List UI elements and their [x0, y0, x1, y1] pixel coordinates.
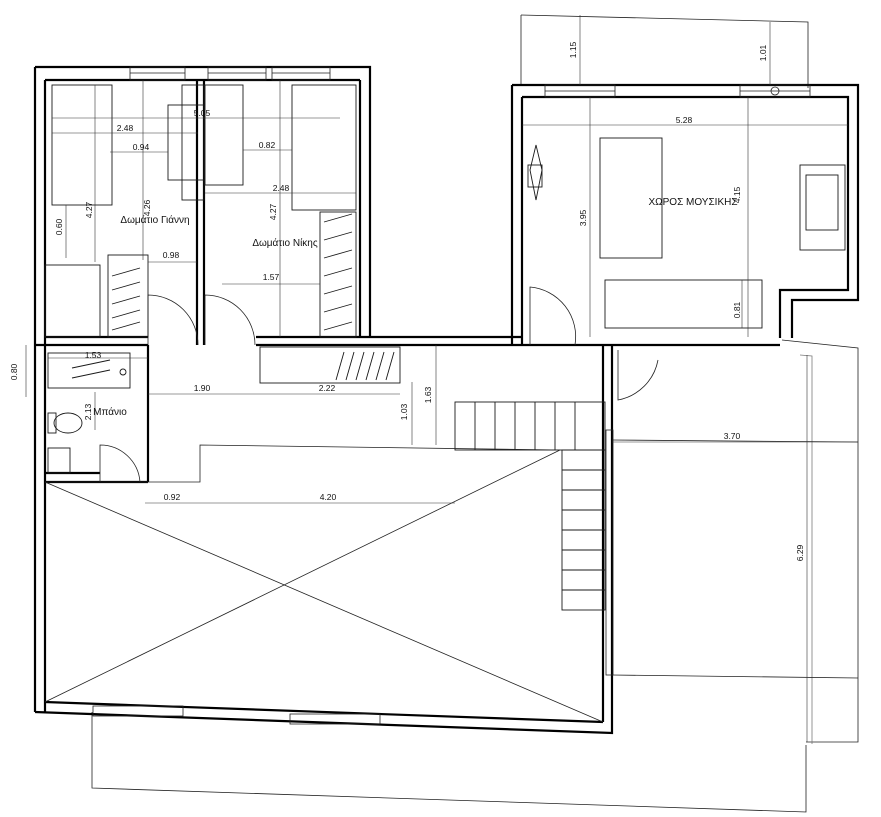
walls	[33, 65, 860, 735]
windows	[92, 66, 811, 725]
dim-label: 2.13	[83, 403, 93, 420]
dim-label: 0.80	[9, 363, 19, 380]
dim-label: 5.28	[676, 115, 693, 125]
site-outlines	[91, 14, 859, 813]
dim-label: 0.60	[54, 218, 64, 235]
room-label-nikis: Δωμάτιο Νίκης	[252, 237, 318, 249]
dim-label: 4.26	[142, 199, 152, 216]
room-label-music: ΧΩΡΟΣ ΜΟΥΣΙΚΗΣ	[648, 197, 737, 208]
dim-label: 2.48	[273, 183, 290, 193]
doors	[99, 286, 659, 483]
dim-label: 4.27	[268, 203, 278, 220]
dimension-labels: 1.15 1.01 5.05 2.48 0.94 0.82 2.48 4.27 …	[9, 41, 805, 561]
dim-label: 6.29	[795, 544, 805, 561]
dim-label: 2.22	[319, 383, 336, 393]
dim-label: 0.81	[732, 301, 742, 318]
dim-label: 3.95	[578, 209, 588, 226]
dim-label: 0.92	[164, 492, 181, 502]
dim-label: 1.53	[85, 350, 102, 360]
dim-label: 5.05	[194, 108, 211, 118]
dim-label: 1.15	[568, 41, 578, 58]
dim-label: 2.48	[117, 123, 134, 133]
dim-label: 0.98	[163, 250, 180, 260]
dim-label: 4.27	[84, 201, 94, 218]
dim-label: 4.15	[732, 186, 742, 203]
dimension-lines	[25, 15, 858, 742]
dim-label: 1.57	[263, 272, 280, 282]
dim-label: 4.20	[320, 492, 337, 502]
furniture	[44, 84, 846, 723]
dim-label: 0.82	[259, 140, 276, 150]
dim-label: 1.90	[194, 383, 211, 393]
dim-label: 3.70	[724, 431, 741, 441]
dim-label: 1.03	[399, 403, 409, 420]
room-label-bath: Μπάνιο	[93, 406, 127, 418]
dim-label: 0.94	[133, 142, 150, 152]
dim-label: 1.63	[423, 386, 433, 403]
dim-label: 1.01	[758, 44, 768, 61]
room-label-giannis: Δωμάτιο Γιάννη	[120, 214, 189, 226]
room-labels: Δωμάτιο Γιάννη Δωμάτιο Νίκης ΧΩΡΟΣ ΜΟΥΣΙ…	[93, 197, 737, 418]
